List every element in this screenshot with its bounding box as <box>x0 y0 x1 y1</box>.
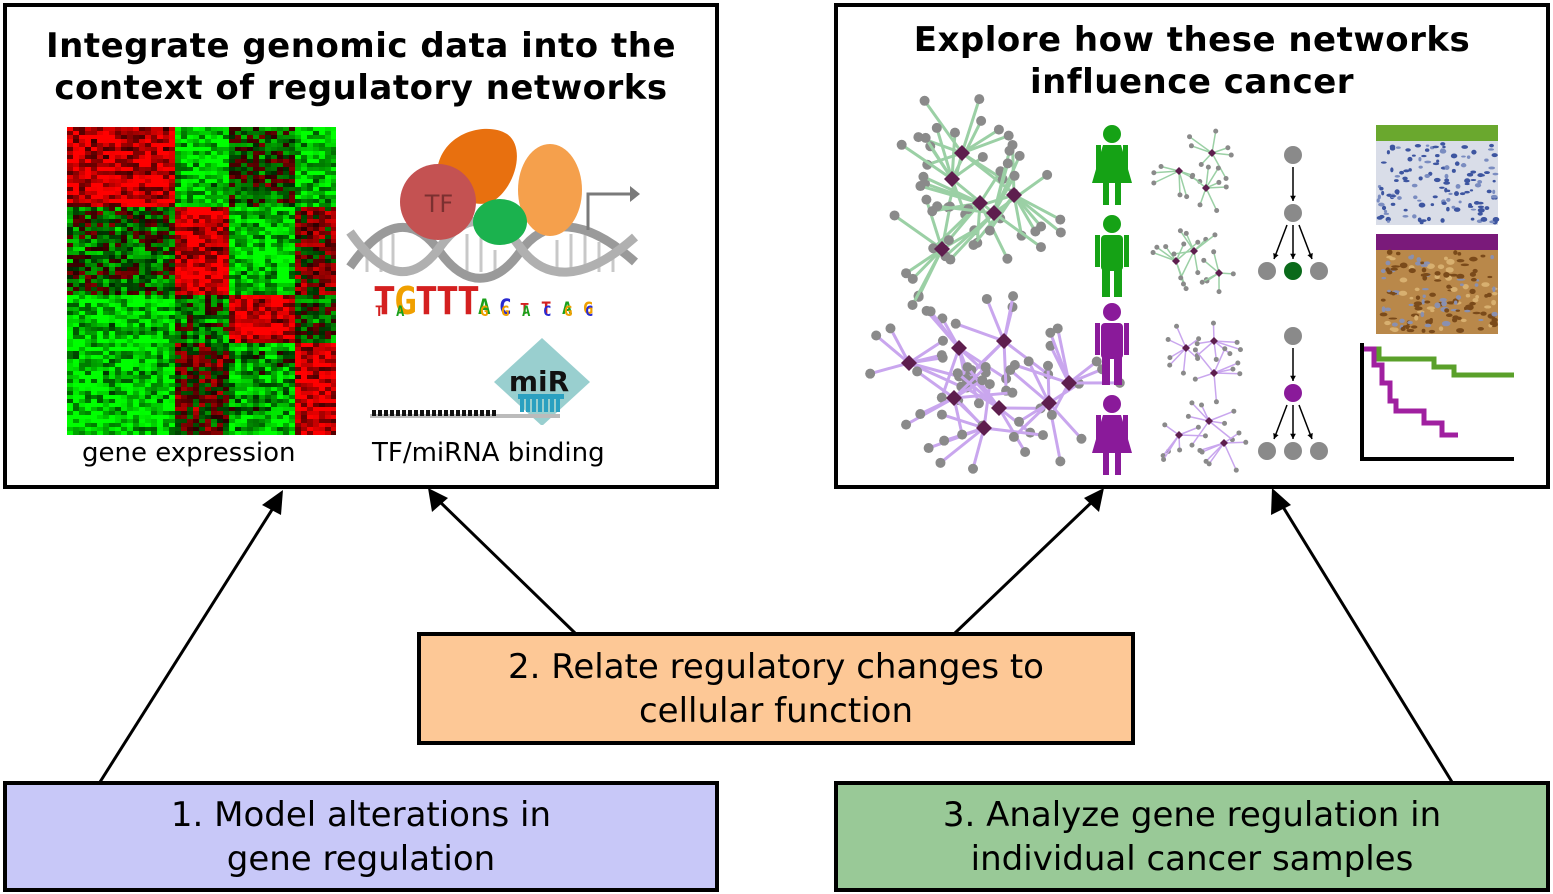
arrow-step3-to-right-panel <box>1278 501 1454 783</box>
right-panel: Explore how these networks influence can… <box>834 3 1550 489</box>
mrna-strand-icon <box>370 394 564 418</box>
step3-box: 3. Analyze gene regulation in individual… <box>834 781 1550 892</box>
mir-label: miR <box>509 365 569 398</box>
arrow-step2-to-left-panel <box>436 498 577 635</box>
gene-expression-heatmap <box>67 127 336 435</box>
mirna-binding-illustration: miR <box>370 338 590 425</box>
svg-text:T: T <box>457 280 480 320</box>
svg-text:G: G <box>394 280 417 320</box>
step3-text: 3. Analyze gene regulation in individual… <box>943 793 1441 881</box>
step3-line1: 3. Analyze gene regulation in <box>942 794 1442 835</box>
svg-text:T: T <box>520 300 529 318</box>
step1-line2: gene regulation <box>226 838 496 879</box>
arrowhead-2 <box>428 488 448 512</box>
left-panel-title: Integrate genomic data into the context … <box>7 25 715 109</box>
svg-text:G: G <box>583 299 593 319</box>
right-title-line2: influence cancer <box>1029 62 1355 102</box>
svg-text:A: A <box>522 304 531 320</box>
arrow-step2-to-right-panel <box>953 498 1096 635</box>
svg-text:T: T <box>375 304 383 320</box>
svg-text:T: T <box>436 280 459 320</box>
survival-curve-green <box>1364 346 1514 378</box>
svg-text:T: T <box>541 299 551 319</box>
svg-text:A: A <box>396 304 405 320</box>
arrowhead-3 <box>1084 488 1104 512</box>
step1-text: 1. Model alterations in gene regulation <box>171 793 551 881</box>
arrow-step1-to-left-panel <box>98 504 277 783</box>
caption-tf-mirna-binding: TF/miRNA binding <box>372 438 605 468</box>
left-title-line2: context of regulatory networks <box>54 68 668 108</box>
svg-text:G: G <box>564 304 572 320</box>
step1-box: 1. Model alterations in gene regulation <box>3 781 719 892</box>
svg-text:C: C <box>543 304 551 320</box>
caption-gene-expression: gene expression <box>82 438 296 468</box>
right-title-line1: Explore how these networks <box>913 20 1471 60</box>
right-panel-title: Explore how these networks influence can… <box>838 19 1546 103</box>
arrowhead-1 <box>262 490 283 515</box>
step2-box: 2. Relate regulatory changes to cellular… <box>417 632 1135 745</box>
mirna-diamond-icon <box>494 338 590 425</box>
svg-text:A: A <box>478 295 491 319</box>
tf-binding-illustration: TF <box>346 128 640 283</box>
svg-text:G: G <box>480 304 488 320</box>
step3-line2: individual cancer samples <box>970 838 1414 879</box>
survival-curve-purple <box>1364 346 1458 438</box>
step2-text: 2. Relate regulatory changes to cellular… <box>508 645 1044 733</box>
svg-text:C: C <box>585 304 593 320</box>
cofactor-protein-orange-icon <box>518 144 582 236</box>
svg-text:G: G <box>501 304 509 320</box>
survival-curve-icon <box>1360 343 1514 461</box>
svg-text:C: C <box>499 295 512 319</box>
network-illustrations <box>865 94 1514 475</box>
svg-text:T: T <box>373 280 396 320</box>
dna-helix-icon <box>346 216 639 283</box>
step2-line2: cellular function <box>638 690 913 731</box>
histology-purple-icon <box>1376 234 1498 334</box>
svg-text:T: T <box>415 280 438 320</box>
cofactor-protein-green-icon <box>473 199 527 245</box>
transcription-start-icon <box>586 186 640 230</box>
tf-label: TF <box>424 190 453 218</box>
left-title-line1: Integrate genomic data into the <box>45 26 677 66</box>
left-panel: Integrate genomic data into the context … <box>3 3 719 489</box>
histology-green-icon <box>1376 125 1500 225</box>
tf-protein-icon <box>400 164 476 240</box>
arrowhead-4 <box>1271 488 1291 515</box>
step2-line1: 2. Relate regulatory changes to <box>508 646 1044 687</box>
step1-line1: 1. Model alterations in <box>170 794 552 835</box>
svg-text:A: A <box>562 299 573 319</box>
